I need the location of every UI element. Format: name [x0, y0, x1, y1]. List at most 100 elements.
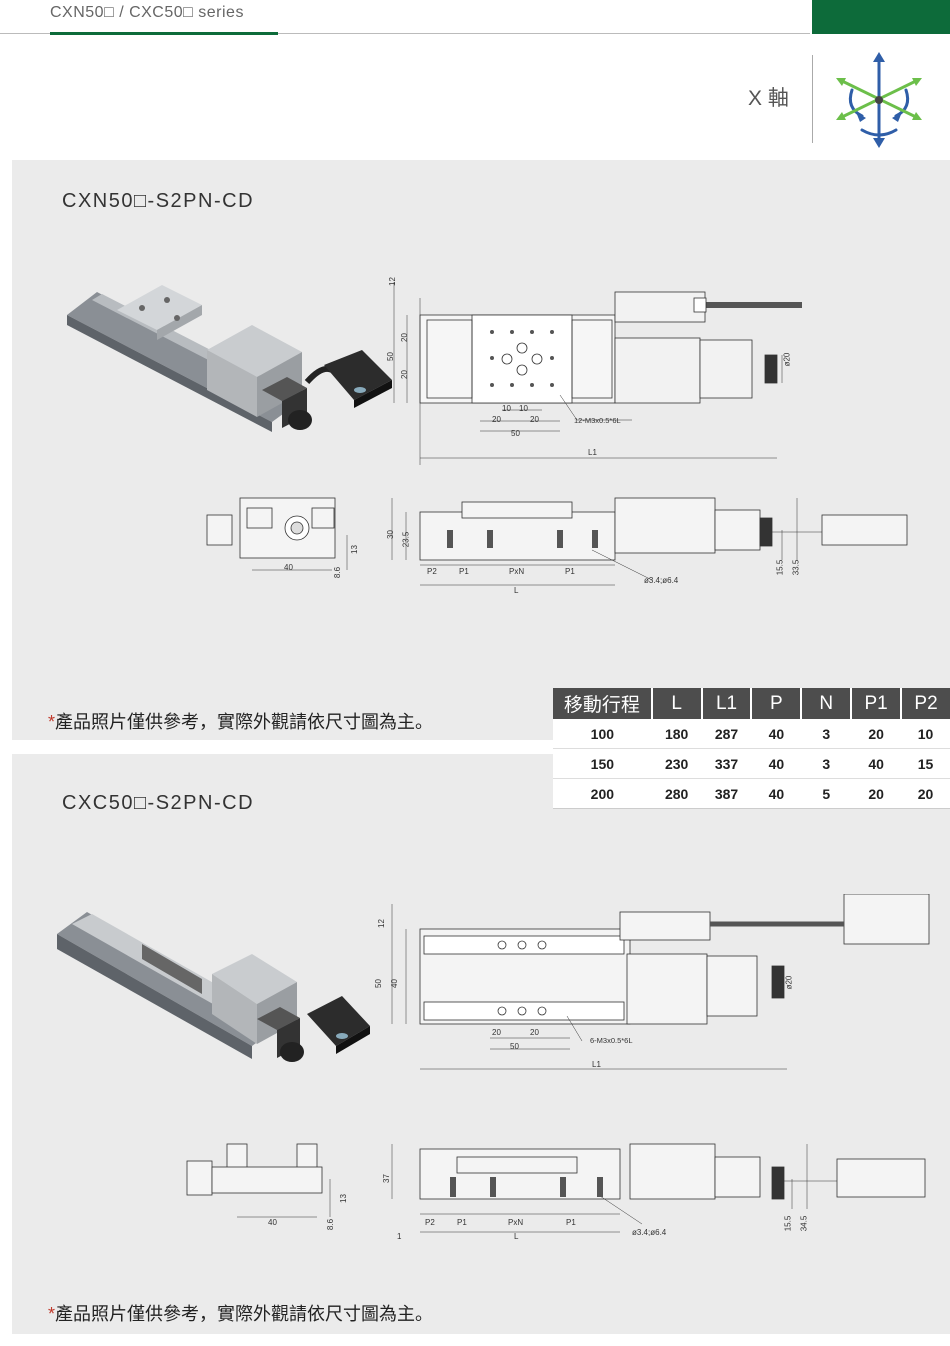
cell: 15	[901, 748, 950, 779]
dim-10a: 10	[502, 404, 511, 413]
dim-13: 13	[349, 545, 359, 554]
dim-1-cxc: 1	[397, 1232, 402, 1241]
model-title-cxc: CXC50□-S2PN-CD	[62, 792, 255, 814]
spec-table-header: 移動行程 L L1 P N P1 P2	[553, 688, 950, 719]
col-P2: P2	[901, 688, 950, 719]
dim-8-6: 8.6	[333, 566, 343, 579]
cell: 3	[801, 748, 852, 779]
disclaimer-note-cxn: *產品照片僅供參考，實際外觀請依尺寸圖為主。	[48, 712, 434, 732]
dim-40-cxc: 40	[389, 979, 399, 988]
stage-photo-cxn	[67, 285, 392, 432]
product-panel-cxc: CXC50□-S2PN-CD	[12, 754, 950, 1334]
dim-30: 30	[385, 530, 395, 539]
dim-12-cxc: 12	[376, 919, 386, 928]
dim-12: 12	[387, 277, 397, 286]
dim-34-5-cxc: 34.5	[799, 1215, 809, 1232]
col-P: P	[751, 688, 803, 719]
dim-phi20-cxc: ø20	[784, 975, 794, 990]
dim-PxN: PxN	[509, 567, 525, 576]
cell: 100	[553, 719, 652, 749]
cell: 280	[651, 778, 702, 809]
cell: 287	[701, 719, 752, 749]
dim-50b: 50	[511, 429, 520, 438]
cell: 337	[701, 748, 752, 779]
dim-20a-cxc: 20	[492, 1028, 501, 1037]
dim-15-5: 15.5	[775, 559, 785, 576]
col-L1: L1	[701, 688, 753, 719]
dim-8-6-cxc: 8.6	[326, 1218, 336, 1231]
dim-PxN-cxc: PxN	[508, 1218, 524, 1227]
cell: 5	[801, 778, 852, 809]
cell: 180	[651, 719, 702, 749]
side-view-drawing-cxn	[391, 497, 908, 586]
cell: 387	[701, 778, 752, 809]
dim-20b-cxc: 20	[530, 1028, 539, 1037]
dim-33-5: 33.5	[791, 559, 801, 576]
header-rule	[0, 33, 810, 34]
top-view-drawing-cxc	[391, 894, 930, 1070]
hole-spec-cxc: 6-M3x0.5*6L	[590, 1036, 633, 1045]
dim-L1-cxc: L1	[592, 1060, 601, 1069]
axis-label: X 軸	[748, 87, 789, 110]
cell: 40	[751, 748, 802, 779]
dim-13-cxc: 13	[338, 1194, 348, 1203]
dim-20b: 20	[399, 370, 409, 379]
dim-37-cxc: 37	[381, 1174, 391, 1183]
model-title-cxn: CXN50□-S2PN-CD	[62, 190, 255, 212]
dim-20d: 20	[530, 415, 539, 424]
hole-spec: 12-M3x0.5*6L	[574, 416, 621, 425]
axis-divider	[812, 55, 813, 143]
series-title: CXN50□ / CXC50□ series	[50, 4, 244, 21]
dim-15-5-cxc: 15.5	[783, 1215, 793, 1232]
cell: 3	[801, 719, 852, 749]
disclaimer-note-cxc: *產品照片僅供參考，實際外觀請依尺寸圖為主。	[48, 1304, 434, 1324]
dim-40b-cxc: 40	[268, 1218, 277, 1227]
screw-spec: ø3.4;ø6.4	[644, 576, 679, 585]
dim-23-5: 23.5	[401, 531, 411, 548]
header-underline	[50, 32, 278, 35]
cell: 200	[553, 778, 652, 809]
dim-10b: 10	[519, 404, 528, 413]
cell: 150	[553, 748, 652, 779]
dim-50: 50	[385, 352, 395, 361]
col-P1: P1	[851, 688, 903, 719]
dim-P1a: P1	[459, 567, 469, 576]
dim-L-cxc: L	[514, 1232, 519, 1241]
col-L: L	[651, 688, 703, 719]
dim-20c: 20	[492, 415, 501, 424]
dim-P1a-cxc: P1	[457, 1218, 467, 1227]
cell: 10	[901, 719, 950, 749]
dim-50-cxc: 50	[373, 979, 383, 988]
dim-20a: 20	[399, 333, 409, 342]
cell: 20	[851, 778, 902, 809]
dim-P1b-cxc: P1	[566, 1218, 576, 1227]
dim-50b-cxc: 50	[510, 1042, 519, 1051]
screw-spec-cxc: ø3.4;ø6.4	[632, 1228, 667, 1237]
dim-P2: P2	[427, 567, 437, 576]
cell: 20	[851, 719, 902, 749]
dim-P1b: P1	[565, 567, 575, 576]
cell: 40	[751, 719, 802, 749]
end-view-drawing-cxn	[206, 497, 348, 571]
xyz-axis-icon	[836, 52, 922, 148]
dim-L: L	[514, 586, 519, 595]
header-brand-bar	[812, 0, 950, 34]
col-stroke: 移動行程	[553, 688, 653, 719]
col-N: N	[801, 688, 853, 719]
dim-P2-cxc: P2	[425, 1218, 435, 1227]
cell: 230	[651, 748, 702, 779]
product-panel-cxn: CXN50□-S2PN-CD	[12, 160, 950, 740]
dim-40: 40	[284, 563, 293, 572]
dim-phi20: ø20	[782, 352, 792, 367]
side-view-drawing-cxc	[391, 1143, 926, 1233]
stage-photo-cxc	[57, 912, 370, 1062]
cell: 40	[751, 778, 802, 809]
end-view-drawing-cxc	[186, 1143, 331, 1218]
dim-L1: L1	[588, 448, 597, 457]
top-view-drawing-cxn	[393, 282, 802, 465]
cell: 40	[851, 748, 902, 779]
